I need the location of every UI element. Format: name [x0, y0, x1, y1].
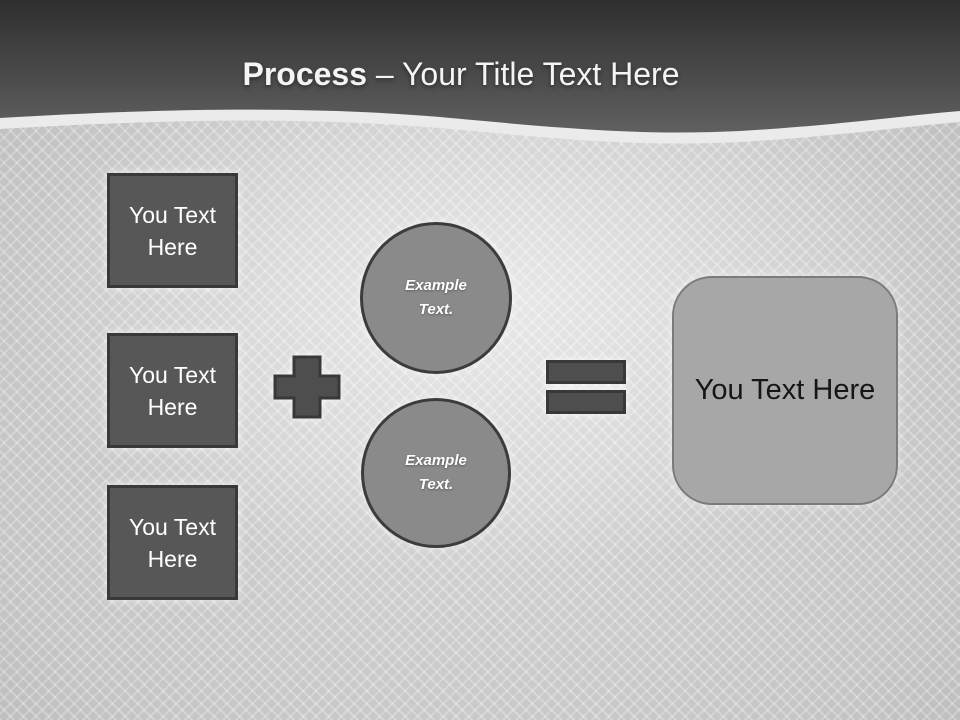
- input-box-3: You Text Here: [107, 485, 238, 600]
- circle-2-line-2: Text.: [418, 476, 454, 493]
- example-circle-1-text: Example Text.: [405, 274, 467, 322]
- input-box-1-label: You Text Here: [129, 201, 216, 260]
- equals-icon: [546, 360, 626, 414]
- title-rest: – Your Title Text Here: [375, 56, 680, 92]
- header-band: [0, 0, 960, 144]
- example-circle-1: Example Text.: [360, 222, 512, 374]
- example-circle-2-text: Example Text.: [405, 449, 467, 497]
- title-emphasis: Process: [242, 56, 376, 92]
- circle-2-line-1: Example: [405, 452, 467, 469]
- input-box-2: You Text Here: [107, 333, 238, 448]
- input-box-2-label: You Text Here: [129, 361, 216, 420]
- page-title: Process – Your Title Text Here: [0, 54, 960, 94]
- circle-1-line-1: Example: [405, 277, 467, 294]
- input-box-3-label: You Text Here: [129, 513, 216, 572]
- header-wave-dark: [0, 0, 960, 133]
- input-box-1: You Text Here: [107, 173, 238, 288]
- result-box-label: You Text Here: [694, 374, 876, 406]
- plus-icon: [273, 355, 341, 419]
- example-circle-2: Example Text.: [361, 398, 511, 548]
- circle-1-line-2: Text.: [418, 301, 454, 318]
- result-box: You Text Here: [672, 276, 898, 505]
